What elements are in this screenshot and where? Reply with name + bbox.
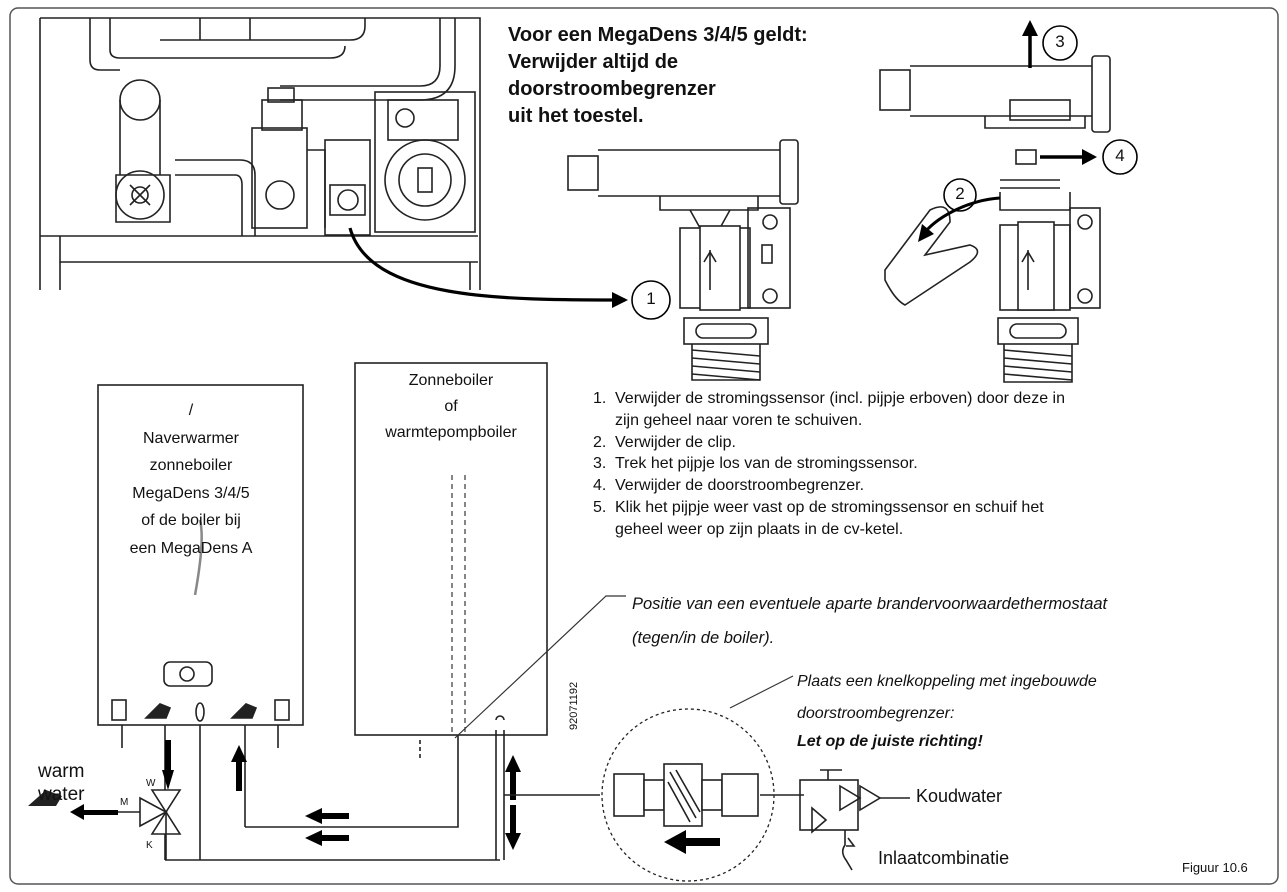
callout-circle-2 [943,178,977,212]
steps-list: 1. Verwijder de stromingssensor (incl. pi… [593,388,1065,541]
callout-circle-1 [631,280,671,320]
heading-line-4: uit het toestel. [508,105,644,127]
figure-frame [9,7,1279,885]
step-item: 3. Trek het pijpje los van de stromingsse… [593,453,1065,475]
instruction-heading: Voor een MegaDens 3/4/5 geldt: Verwijder… [508,22,808,130]
step-text-continued: zijn geheel naar voren te schuiven. [615,411,863,429]
valve-label-k: K [146,840,153,851]
boiler-left-label: / Naverwarmer zonneboiler MegaDens 3/4/5… [98,397,284,562]
callout-circle-3 [1042,25,1078,61]
heading-line-1: Voor een MegaDens 3/4/5 geldt: [508,24,808,46]
boiler-left-slash: / [188,402,194,419]
step-item: 2. Verwijder de clip. [593,432,1065,454]
warm-water-line-1: warm [38,761,85,782]
inlet-combination [799,769,910,871]
arrow-step-2 [923,196,1001,234]
boiler-right-label: Zonneboiler of warmtepompboiler [356,368,546,446]
step-number: 5. [593,498,607,516]
step-text-continued: geheel weer op zijn plaats in de cv-kete… [615,520,904,538]
heading-line-3: doorstroombegrenzer [508,78,716,100]
coupling-note-line-2: doorstroombegrenzer: [797,705,955,722]
boiler-zonneboiler [165,362,548,861]
inlaatcombinatie-label: Inlaatcombinatie [878,848,1010,868]
coupling-note: Plaats een knelkoppeling met ingebouwde … [797,666,1097,730]
arrow-to-callout-1 [348,227,626,302]
flow-sensor-exploded [879,55,1111,383]
boiler-left-line: of de boiler bij [141,512,241,529]
position-note-line-1: Positie van een eventuele aparte brander… [632,595,1108,613]
step-item: 4. Verwijder de doorstroombegrenzer. [593,475,1065,497]
step-number: 2. [593,433,607,451]
boiler-interior-illustration [39,17,481,290]
valve-label-m: M [120,797,129,808]
boiler-left-line: een MegaDens A [129,539,253,557]
boiler-naverwarmer [97,384,304,860]
step-text: Trek het pijpje los van de stromingssens… [615,455,918,473]
step-number: 1. [593,390,607,407]
step-text: Verwijder de doorstroombegrenzer. [615,477,865,495]
boiler-left-line: zonneboiler [149,457,233,474]
heading-line-2: Verwijder altijd de [508,51,679,73]
warm-water-label: warm water [38,760,84,806]
valve-label-w: W [146,778,156,789]
step-item: 5. Klik het pijpje weer vast op de stromi… [593,497,1065,541]
boiler-right-line: warmtepompboiler [385,424,517,441]
flow-sensor-assembled [567,139,799,381]
step-text: Verwijder de stromingssensor (incl. pijp… [615,390,1065,407]
boiler-left-line: MegaDens 3/4/5 [132,484,250,502]
warm-water-line-2: water [38,784,85,805]
callout-number-2: 2 [955,184,965,203]
compression-fitting [613,763,759,827]
callout-number-3: 3 [1055,32,1065,51]
boiler-right-line: Zonneboiler [408,372,494,389]
thermostat-position-note: Positie van een eventuele aparte brander… [632,587,1107,655]
direction-warning: Let op de juiste richting! [797,733,983,750]
boiler-left-line: Naverwarmer [142,429,239,447]
step-number: 4. [593,477,607,495]
figure-label: Figuur 10.6 [1182,860,1248,875]
koudwater-label: Koudwater [916,786,1003,806]
boiler-right-line: of [444,398,458,415]
step-text: Klik het pijpje weer vast op de stroming… [615,498,1044,516]
position-note-line-2: (tegen/in de boiler). [632,629,775,647]
callout-number-4: 4 [1115,146,1125,165]
warm-water-tap-icon [28,790,62,806]
coupling-note-line-1: Plaats een knelkoppeling met ingebouwde [797,673,1097,690]
callout-circle-4 [1102,139,1138,175]
step-item: 1. Verwijder de stromingssensor (incl. pi… [593,388,1065,432]
callout-number-1: 1 [646,289,656,308]
step-number: 3. [593,455,607,473]
step-text: Verwijder de clip. [615,433,736,451]
drawing-code: 92071192 [568,681,580,730]
